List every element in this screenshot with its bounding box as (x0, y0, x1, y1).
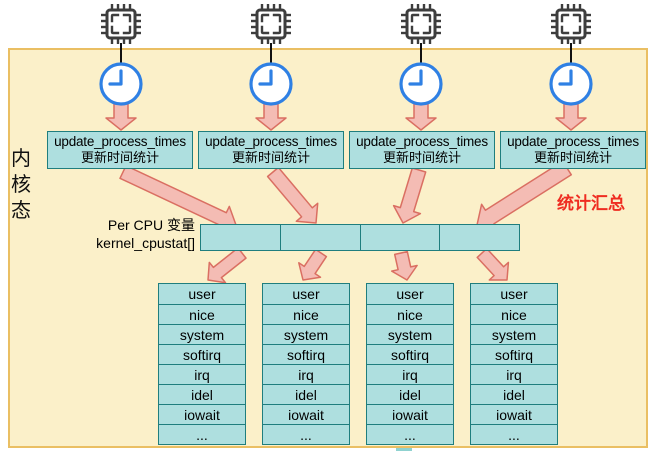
stat-field-row: user (396, 286, 424, 302)
update-process-times-box: update_process_times 更新时间统计 (500, 131, 646, 169)
stat-fields-column: user nice system softirq irq idel iowait… (158, 283, 246, 445)
update-process-times-box: update_process_times 更新时间统计 (47, 131, 193, 169)
array-to-column-arrow (298, 248, 328, 281)
cpu-chip-icon (251, 4, 291, 44)
update-box-caption: 更新时间统计 (382, 150, 461, 165)
stat-field-row: irq (159, 364, 245, 384)
per-cpu-array-label: Per CPU 变量 kernel_cpustat[] (20, 216, 195, 252)
cpustat-array-cell (201, 225, 280, 250)
stat-field-row: irq (471, 364, 557, 384)
stat-fields-column: user nice system softirq irq idel iowait… (262, 283, 350, 445)
update-process-times-box: update_process_times 更新时间统计 (198, 131, 344, 169)
stat-field-row: idel (471, 384, 557, 404)
stat-field-row: user (292, 286, 320, 302)
bottom-edge-artifact (396, 448, 412, 451)
clock-icon (249, 62, 293, 106)
stat-field-row: system (159, 324, 245, 344)
cpustat-array-cell (359, 225, 440, 250)
stat-field-row: iowait (159, 404, 245, 424)
cpu-chip-icon (551, 4, 591, 44)
clock-to-box-arrow (555, 103, 587, 131)
clock-to-box-arrow (405, 103, 437, 131)
stat-field-row: idel (367, 384, 453, 404)
summary-annotation: 统计汇总 (557, 194, 625, 213)
per-cpu-label-line2: kernel_cpustat[] (96, 235, 195, 251)
update-box-caption: 更新时间统计 (80, 150, 159, 165)
stat-fields-column: user nice system softirq irq idel iowait… (470, 283, 558, 445)
stat-field-row: nice (263, 304, 349, 324)
stat-field-row: system (263, 324, 349, 344)
stat-field-row: idel (263, 384, 349, 404)
stat-field-row: user (500, 286, 528, 302)
kernel-cpustat-array (200, 224, 520, 251)
stat-field-row: ... (159, 424, 245, 444)
stat-field-row: softirq (159, 344, 245, 364)
clock-to-box-arrow (255, 103, 287, 131)
stat-field-row: iowait (367, 404, 453, 424)
cpu-chip-icon (101, 4, 141, 44)
stat-field-row: softirq (367, 344, 453, 364)
cpu-chip-icon (401, 4, 441, 44)
box-to-array-arrow (392, 167, 427, 224)
kernel-mode-label: 内核态 (11, 148, 31, 222)
array-to-column-arrow (476, 247, 510, 281)
array-to-column-arrow (390, 250, 418, 281)
update-box-function-name: update_process_times (205, 134, 337, 149)
stat-field-row: ... (471, 424, 557, 444)
clock-icon (99, 62, 143, 106)
clock-icon (399, 62, 443, 106)
clock-icon (549, 62, 593, 106)
stat-field-row: system (367, 324, 453, 344)
update-box-caption: 更新时间统计 (231, 150, 310, 165)
stat-field-row: softirq (263, 344, 349, 364)
cpustat-array-cell (439, 225, 519, 250)
stat-field-row: irq (367, 364, 453, 384)
stat-field-row: irq (263, 364, 349, 384)
stat-field-row: idel (159, 384, 245, 404)
stat-field-row: ... (367, 424, 453, 444)
stat-field-row: softirq (471, 344, 557, 364)
cpustat-array-cell (279, 225, 360, 250)
box-to-array-arrow (266, 166, 319, 224)
update-process-times-box: update_process_times 更新时间统计 (349, 131, 495, 169)
stat-field-row: ... (263, 424, 349, 444)
stat-fields-column: user nice system softirq irq idel iowait… (366, 283, 454, 445)
stat-field-row: nice (367, 304, 453, 324)
update-box-caption: 更新时间统计 (533, 150, 612, 165)
stat-field-row: iowait (471, 404, 557, 424)
stat-field-row: iowait (263, 404, 349, 424)
stat-field-row: user (188, 286, 216, 302)
update-box-function-name: update_process_times (356, 134, 488, 149)
update-box-function-name: update_process_times (54, 134, 186, 149)
stat-field-row: system (471, 324, 557, 344)
update-box-function-name: update_process_times (507, 134, 639, 149)
stat-field-row: nice (471, 304, 557, 324)
clock-to-box-arrow (105, 103, 137, 131)
stat-field-row: nice (159, 304, 245, 324)
array-to-column-arrow (207, 247, 247, 284)
per-cpu-label-line1: Per CPU 变量 (107, 217, 195, 233)
